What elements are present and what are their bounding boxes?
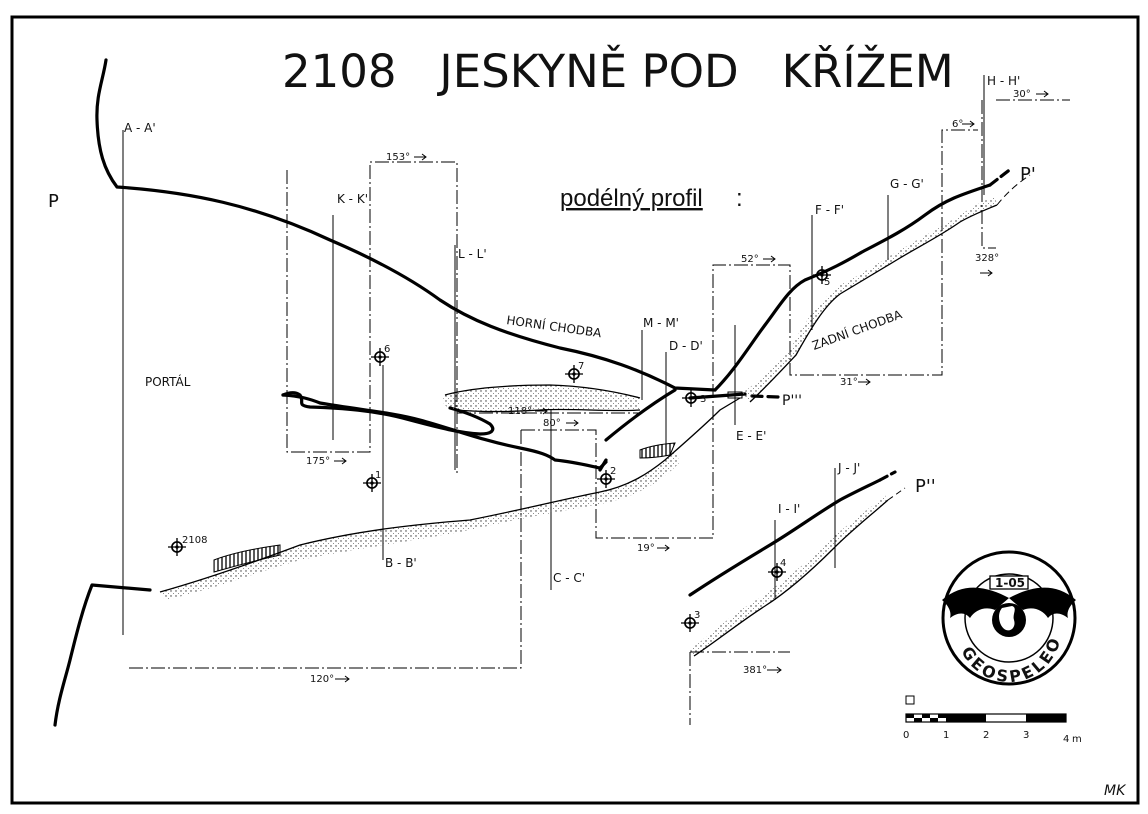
station-3b-label: 3 [694,610,700,621]
bearing-6: 6° [952,119,963,130]
bearing-153: 153° [386,152,410,163]
station-2-label: 2 [610,466,616,477]
profile-label-p-double: P'' [915,476,936,497]
scale-tick-4: 4 [1063,734,1069,745]
section-label-ee: E - E' [736,429,766,443]
station-6-label: 6 [384,344,390,355]
bearing-328: 328° [975,253,999,264]
section-label-kk: K - K' [337,192,368,206]
section-labels: A - A' K - K' L - L' B - B' C - C' M - M… [124,74,1020,585]
scale-tick-1: 1 [943,730,949,741]
bearing-120: 120° [310,674,334,685]
logo-name-path: GEOSPELEOS [0,0,1062,686]
bearing-118: 118° [508,406,532,417]
bearing-arrows [334,90,1049,683]
section-label-ff: F - F' [815,203,844,217]
section-label-bb: B - B' [385,556,417,570]
logo-name: GEOSPELEOS [0,0,1062,686]
scale-tick-2: 2 [983,730,989,741]
station-1-label: 1 [375,470,381,481]
section-label-aa: A - A' [124,121,156,135]
station-2108-label: 2108 [182,535,207,546]
passage-label-rear: ZADNÍ CHODBA [810,306,905,353]
profile-label-p-prime: P' [1020,164,1036,185]
section-frames [128,99,1070,725]
station-3a-symbol [682,389,700,407]
section-label-hh: H - H' [987,74,1020,88]
hatched-sediment [213,391,743,573]
station-4-label: 4 [780,558,786,569]
bearing-52: 52° [741,254,759,265]
map-subtitle: podélný profil [560,185,703,212]
bearing-19: 19° [637,543,655,554]
bearing-381: 381° [743,665,767,676]
bearing-80: 80° [543,418,561,429]
map-frame [10,15,1140,805]
station-5-label: 5 [824,277,830,288]
logo-code: 1-05 [995,576,1025,590]
bearing-175: 175° [306,456,330,467]
section-label-ii: I - I' [778,502,800,516]
profile-label-p-triple: P''' [782,393,802,409]
passage-label-portal: PORTÁL [145,374,191,389]
section-label-cc: C - C' [553,571,585,585]
section-label-gg: G - G' [890,177,924,191]
terrain-surface [53,58,717,727]
section-label-jj: J - J' [837,461,860,475]
map-title: 2108 JESKYNĚ POD KŘÍŽEM [282,45,954,98]
section-label-dd: D - D' [669,339,703,353]
scale-unit: m [1072,734,1082,745]
cave-passages [159,166,1031,657]
bearing-31: 31° [840,377,858,388]
author-signature: MK [1104,783,1127,799]
scale-tick-0: 0 [903,730,909,741]
bearing-30: 30° [1013,89,1031,100]
section-lines [122,75,985,635]
scale-tick-3: 3 [1023,730,1029,741]
scale-bar: 0 1 2 3 4 m [903,695,1082,745]
bearing-labels: 153° 175° 118° 80° 52° 31° 19° 120° 381°… [306,89,1031,685]
station-3a-label: 3 [700,394,706,405]
section-label-mm: M - M' [643,316,679,330]
section-label-ll: L - L' [458,247,487,261]
map-subtitle-suffix: : [736,185,743,212]
survey-stations: 2108 1 6 7 2 3 5 4 3 [168,266,831,632]
station-7-label: 7 [578,361,584,372]
profile-label-p: P [48,191,59,212]
